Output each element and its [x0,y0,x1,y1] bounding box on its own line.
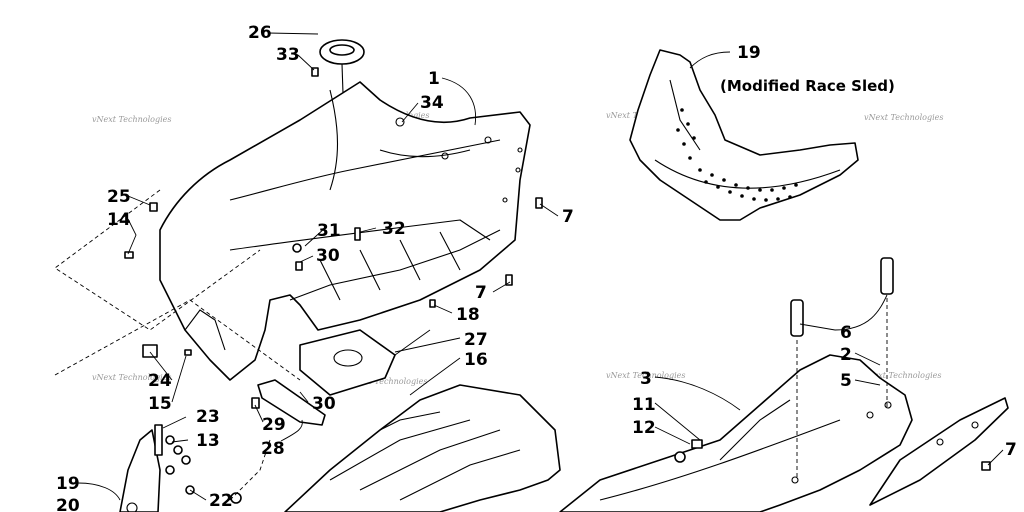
hardware-bits [124,67,543,504]
callout-31: 31 [317,221,341,241]
part-straps [790,257,894,480]
callout-1: 1 [428,69,440,89]
callout-28: 28 [261,439,285,459]
callout-34: 34 [420,93,444,113]
callout-7-middle: 7 [475,283,487,303]
callout-33: 33 [276,45,300,65]
callout-32: 32 [382,219,406,239]
watermark-6: vNext Technologies [348,377,427,386]
callout-13: 13 [196,431,220,451]
perforation-dots [676,108,798,202]
part-skid-plate [284,384,561,512]
callout-25: 25 [107,187,131,207]
callout-11: 11 [632,395,656,415]
watermark-4: vNext Technologies [864,113,943,122]
leader-lines [77,32,1004,501]
callout-27: 27 [464,330,488,350]
callout-3: 3 [640,369,652,389]
callout-7-upper: 7 [562,207,574,227]
callout-7-right: 7 [1005,440,1017,460]
callout-30-lower: 30 [312,394,336,414]
watermark-1: vNext Technologies [92,115,171,124]
callout-29: 29 [262,415,286,435]
part-bracket [257,379,326,426]
watermark-5: vNext Technologies [92,373,171,382]
callout-6: 6 [840,323,852,343]
part-lower-left-panel [119,429,161,512]
watermark-8: vNext Technologies [862,371,941,380]
callout-16: 16 [464,350,488,370]
caption-race-sled: (Modified Race Sled) [720,77,895,95]
callout-5: 5 [840,371,852,391]
watermark-7: vNext Technologies [606,371,685,380]
callout-19-race: 19 [737,43,761,63]
callout-19-lower: 19 [56,474,80,494]
part-race-sled-nose [629,49,859,221]
part-center-plate [299,329,396,396]
callout-20: 20 [56,496,80,512]
callout-24: 24 [148,371,172,391]
callout-26: 26 [248,23,272,43]
callout-30-upper: 30 [316,246,340,266]
explosion-lines [54,189,301,501]
part-running-board [869,397,1009,506]
callout-2: 2 [840,345,852,365]
callouts: 26 33 1 34 19 (Modified Race Sled) 25 14… [56,23,1017,512]
callout-12: 12 [632,418,656,438]
part-bolts-right [674,439,991,471]
callout-15: 15 [148,394,172,414]
callout-18: 18 [456,305,480,325]
callout-23: 23 [196,407,220,427]
part-main-body [159,81,531,381]
callout-14: 14 [107,210,131,230]
callout-22: 22 [209,491,233,511]
